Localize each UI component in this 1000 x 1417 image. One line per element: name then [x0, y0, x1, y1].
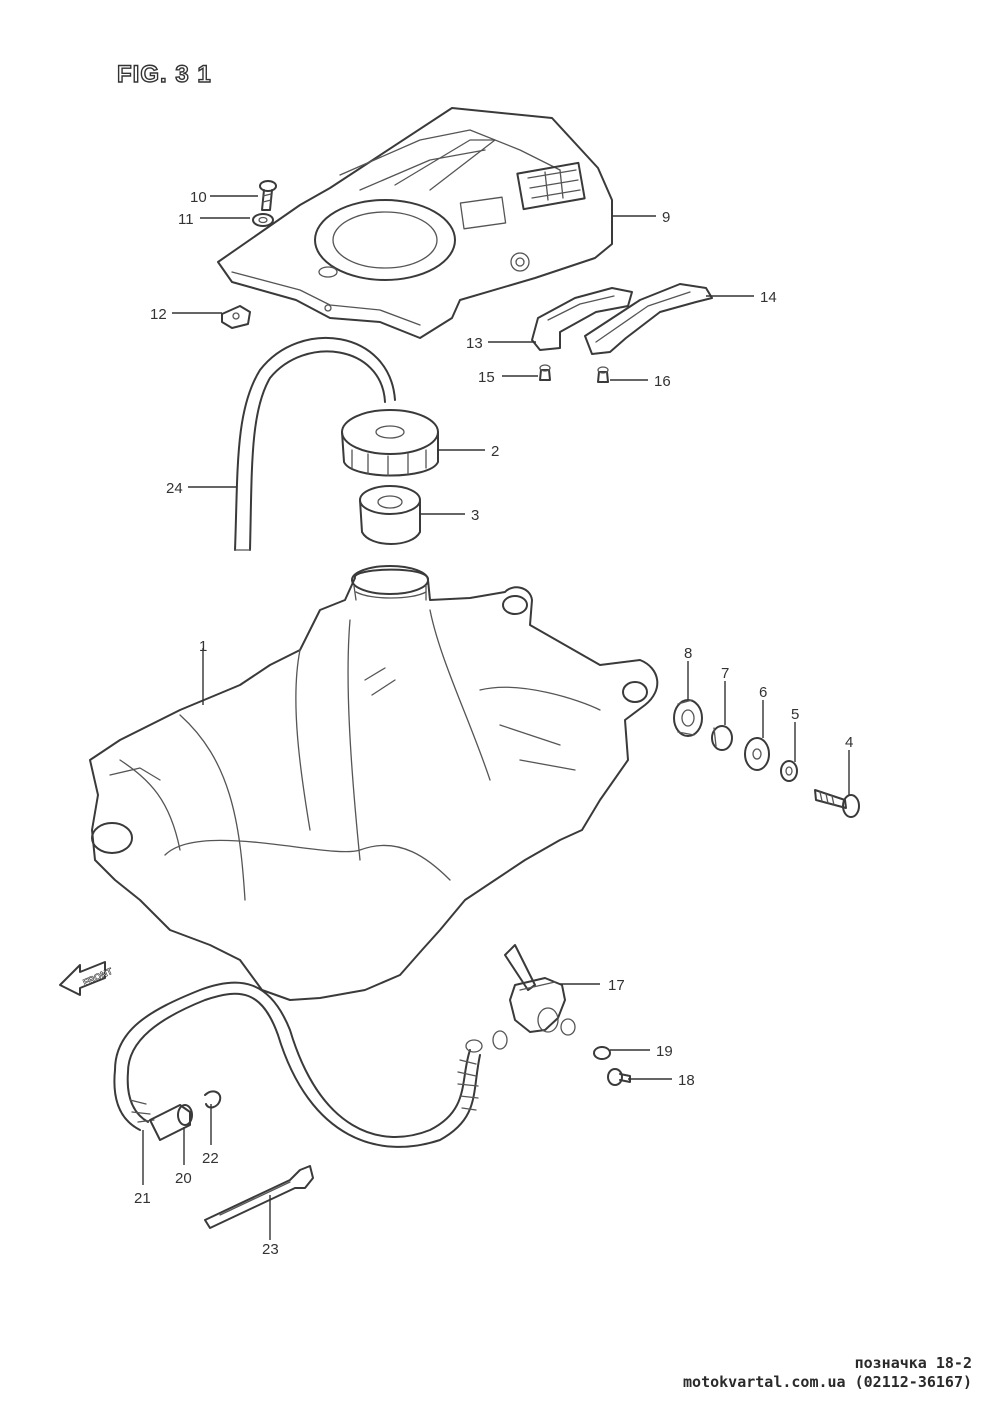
bracket-13-part [531, 287, 633, 351]
callout-16: 16 [654, 373, 671, 390]
bolt-4-part [814, 789, 860, 818]
screw-18-part [607, 1068, 631, 1086]
collar-8-part [673, 699, 703, 737]
callout-1: 1 [199, 638, 207, 655]
fuel-hose-21-part [113, 981, 483, 1148]
callout-9: 9 [662, 209, 670, 226]
callout-22: 22 [202, 1150, 219, 1167]
callout-17: 17 [608, 977, 625, 994]
callout-19: 19 [656, 1043, 673, 1060]
fuel-tank-1-part [89, 565, 659, 1001]
callout-21: 21 [134, 1190, 151, 1207]
hose-joint-20-part [149, 1104, 193, 1141]
callout-23: 23 [262, 1241, 279, 1258]
callout-18: 18 [678, 1072, 695, 1089]
screw-16-part [597, 366, 609, 383]
breather-hose-24-part [234, 336, 396, 551]
footer-contact: motokvartal.com.ua (02112-36167) [683, 1373, 972, 1391]
callout-2: 2 [491, 443, 499, 460]
callout-5: 5 [791, 706, 799, 723]
footer-reference: позначка 18-2 [854, 1354, 972, 1372]
fuel-cock-17-part [492, 944, 576, 1050]
screw-10-part [259, 180, 277, 211]
band-23-part [204, 1165, 314, 1229]
cap-inner-3-part [359, 485, 421, 545]
clip-nut-12-part [221, 305, 251, 329]
front-direction-arrow: FRONT [59, 961, 115, 996]
washer-19-part [593, 1046, 611, 1060]
washer-11-part [252, 213, 274, 227]
callout-24: 24 [166, 480, 183, 497]
washer-5-part [780, 760, 798, 782]
callout-15: 15 [478, 369, 495, 386]
figure-title: FIG. 3 1 [117, 61, 212, 88]
callout-10: 10 [190, 189, 207, 206]
callout-20: 20 [175, 1170, 192, 1187]
fuel-cap-2-part [341, 409, 439, 477]
callout-14: 14 [760, 289, 777, 306]
leader-lines [142, 195, 850, 1240]
footer: позначка 18-2 motokvartal.com.ua (02112-… [683, 1354, 972, 1392]
callout-8: 8 [684, 645, 692, 662]
washer-6-part [744, 737, 770, 771]
clip-22-part [204, 1090, 222, 1109]
callout-11: 11 [178, 211, 194, 228]
tank-cover-part [217, 107, 613, 339]
callout-13: 13 [466, 335, 483, 352]
callout-4: 4 [845, 734, 853, 751]
callout-12: 12 [150, 306, 167, 323]
bushing-7-part [711, 725, 733, 751]
callout-3: 3 [471, 507, 479, 524]
callout-7: 7 [721, 665, 729, 682]
callout-6: 6 [759, 684, 767, 701]
bracket-14-part [584, 283, 713, 355]
screw-15-part [539, 364, 551, 381]
callout-numbers: 10 11 12 9 14 13 15 16 2 3 24 1 8 7 6 5 … [134, 189, 853, 1258]
